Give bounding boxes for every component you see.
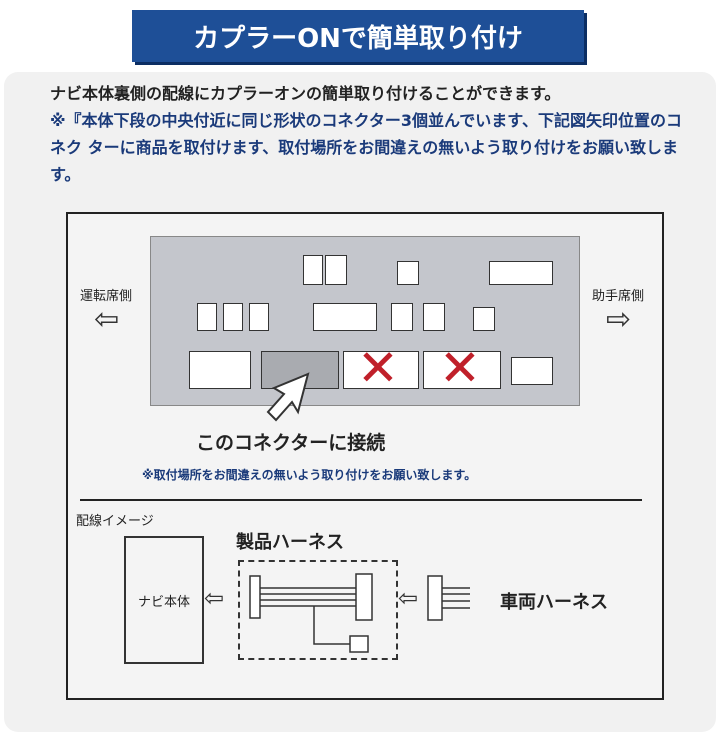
product-harness-label: 製品ハーネス — [236, 532, 344, 553]
connector — [397, 261, 419, 285]
pointer-arrow-icon — [266, 372, 310, 422]
product-harness-box — [238, 560, 398, 660]
left-arrow-icon: ⇦ — [204, 584, 225, 612]
connector — [189, 351, 251, 389]
connector — [489, 261, 553, 285]
driver-side-label: 運転席側 — [80, 289, 133, 304]
connector — [313, 303, 377, 331]
caution-text: ※取付場所をお間違えの無いよう取り付けをお願い致します。 — [142, 468, 477, 482]
title-banner: カプラーONで簡単取り付け — [132, 10, 584, 62]
navi-unit-box: ナビ本体 — [124, 536, 204, 664]
connector — [391, 303, 413, 331]
x-mark-icon: ✕ — [357, 339, 399, 397]
connector — [303, 255, 323, 285]
left-arrow-icon: ⇦ — [94, 302, 120, 337]
navi-back-panel: ✕ ✕ — [150, 236, 580, 406]
connector-wrong — [423, 351, 501, 389]
left-arrow-icon: ⇦ — [398, 584, 419, 612]
divider — [80, 499, 642, 501]
connect-label: このコネクターに接続 — [196, 432, 386, 454]
x-mark-icon: ✕ — [439, 339, 481, 397]
navi-label: ナビ本体 — [137, 594, 190, 610]
note-text: ※『本体下段の中央付近に同じ形状のコネクター3個並んでいます、下記図矢印位置のコ… — [50, 111, 682, 184]
harness-drawing — [249, 573, 373, 653]
passenger-side-label: 助手席側 — [592, 289, 645, 304]
connector — [473, 307, 495, 331]
connector — [223, 303, 243, 331]
connector — [325, 255, 347, 285]
connector — [197, 303, 217, 331]
connector — [249, 303, 269, 331]
connector — [511, 357, 553, 385]
wiring-title: 配線イメージ — [76, 514, 154, 529]
connector-wrong — [343, 351, 419, 389]
vehicle-harness-label: 車両ハーネス — [500, 592, 608, 613]
vehicle-connector-icon — [427, 575, 470, 621]
connector — [423, 303, 445, 331]
right-arrow-icon: ⇨ — [606, 302, 632, 337]
intro-text: ナビ本体裏側の配線にカプラーオンの簡単取り付けることができます。 — [50, 84, 561, 103]
